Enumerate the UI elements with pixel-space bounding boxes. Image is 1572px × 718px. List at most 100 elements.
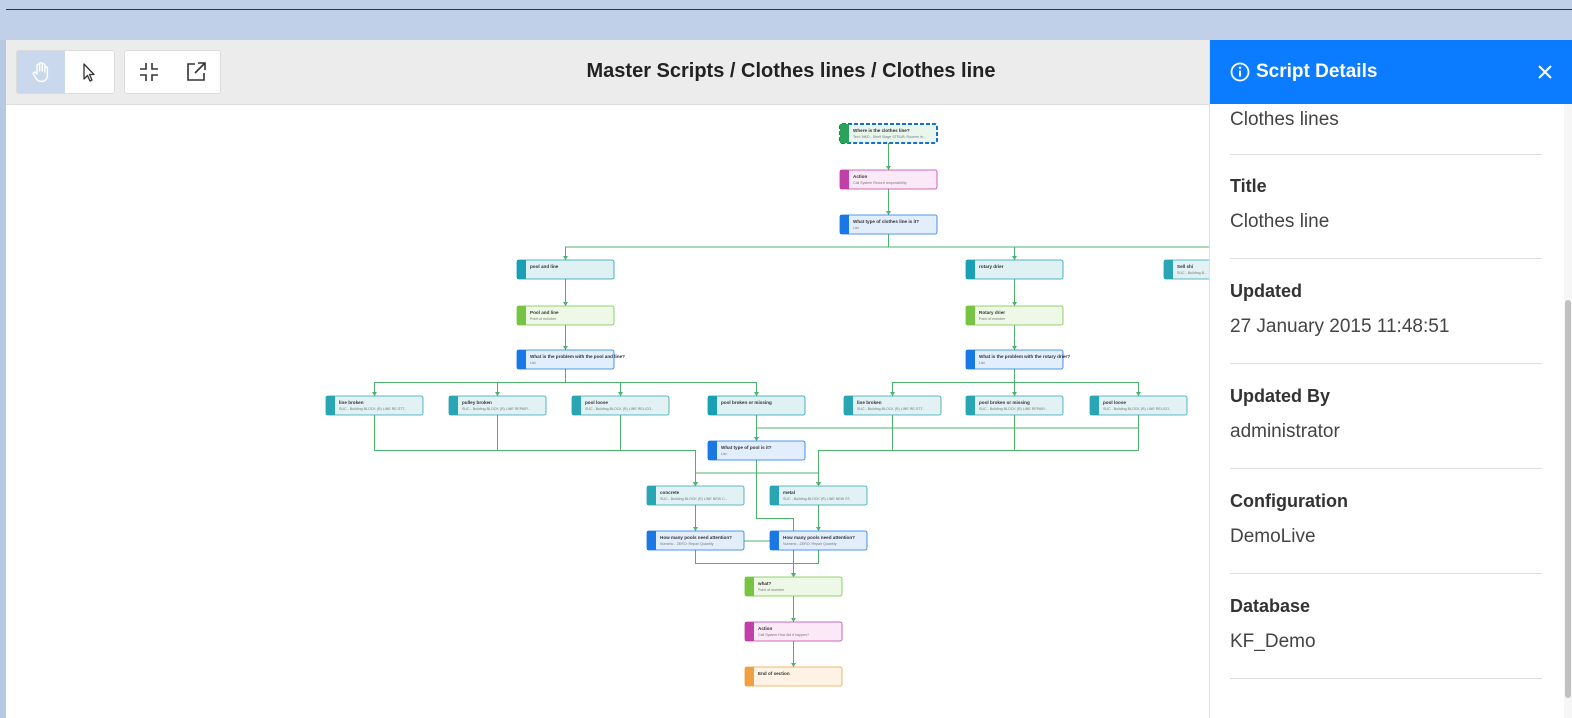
flow-node-box[interactable]	[769, 530, 868, 551]
flow-node-question[interactable]: What is the problem with the pool and li…	[516, 349, 625, 370]
flow-node-subtitle: List	[979, 361, 985, 365]
flow-node-box[interactable]	[839, 123, 938, 144]
flow-node-subtitle: SUC - Building BLOCK (R) LINE RE-STT..	[857, 407, 924, 411]
flow-node-box[interactable]	[707, 395, 806, 416]
flow-node-box[interactable]	[516, 259, 615, 280]
flow-node-category[interactable]: what?Point of moinber	[744, 576, 843, 597]
flow-node-question[interactable]: What type of pool is it?List	[707, 440, 806, 461]
flow-node-box[interactable]	[839, 214, 938, 235]
pointer-cursor-icon	[83, 63, 95, 82]
flow-node-type-icon	[745, 622, 754, 641]
flow-node-box[interactable]	[965, 305, 1064, 326]
flow-connector	[565, 234, 889, 260]
flow-arrowhead	[791, 573, 796, 577]
flow-node-box[interactable]	[448, 395, 547, 416]
field-value: administrator	[1230, 421, 1340, 442]
flow-node-question[interactable]: What type of clothes line is it?List	[839, 214, 938, 235]
flow-node-box[interactable]	[744, 621, 843, 642]
flow-node-box[interactable]	[1089, 395, 1188, 416]
panel-body[interactable]: Clothes lines Title Clothes line Updated…	[1210, 104, 1572, 718]
flow-node-start[interactable]: Where is the clothes line?Text: MKD - Sh…	[839, 123, 938, 144]
flow-node-question[interactable]: What is the problem with the rotary drie…	[965, 349, 1070, 370]
pan-mode-button[interactable]	[17, 51, 65, 93]
flow-node-box[interactable]	[571, 395, 670, 416]
flow-node-type-icon	[517, 350, 526, 369]
flow-node-subtitle: SUC - Building BLOCK (R) LINE REL/CO..	[585, 407, 653, 411]
flow-arrowhead	[563, 302, 568, 306]
flow-node-type-icon	[1164, 260, 1173, 279]
flow-connector	[497, 369, 566, 396]
open-external-button[interactable]	[173, 51, 221, 93]
flow-node-title: what?	[757, 581, 771, 586]
flow-node-title: Pool and line	[530, 310, 559, 315]
flow-node-question[interactable]: How many pools need attention?Numeric - …	[769, 530, 868, 551]
flow-node-answer[interactable]: pool broken or missing	[707, 395, 806, 416]
field-title: Title Clothes line	[1230, 176, 1542, 259]
fit-to-screen-button[interactable]	[125, 51, 173, 93]
flow-connector	[756, 415, 1139, 441]
flow-arrowhead	[563, 256, 568, 260]
flow-node-type-icon	[449, 396, 458, 415]
field-label: Updated	[1230, 281, 1302, 301]
flow-node-box[interactable]	[646, 485, 745, 506]
flow-node-box[interactable]	[769, 485, 868, 506]
top-divider	[6, 9, 1572, 10]
field-value: 27 January 2015 11:48:51	[1230, 316, 1450, 337]
flow-node-box[interactable]	[516, 305, 615, 326]
flow-node-type-icon	[844, 396, 853, 415]
flow-node-title: What is the problem with the rotary drie…	[979, 354, 1070, 359]
flow-node-box[interactable]	[839, 169, 938, 190]
script-flow-canvas[interactable]: Where is the clothes line?Text: MKD - Sh…	[6, 105, 1209, 718]
select-mode-button[interactable]	[65, 51, 113, 93]
flow-connector	[1014, 369, 1139, 396]
flow-node-type-icon	[770, 531, 779, 550]
flow-node-box[interactable]	[646, 530, 745, 551]
flow-node-type-icon	[966, 260, 975, 279]
flow-node-type-icon	[517, 260, 526, 279]
flow-node-answer[interactable]: pool and line	[516, 259, 615, 280]
flow-node-subtitle: Point of moinber	[979, 317, 1006, 321]
flow-node-end[interactable]: End of section	[744, 666, 843, 687]
flow-connector	[892, 369, 1015, 396]
flow-node-type-icon	[708, 441, 717, 460]
diagram-toolbar: Master Scripts / Clothes lines / Clothes…	[6, 40, 1209, 105]
flow-connector	[565, 369, 757, 396]
flow-node-subtitle: SUC - Building BLOCK (R) LINE RE-STT..	[339, 407, 406, 411]
flow-arrowhead	[791, 663, 796, 667]
flow-node-question[interactable]: How many pools need attention?Numeric - …	[646, 530, 745, 551]
panel-scrollbar-thumb[interactable]	[1565, 300, 1571, 698]
flow-node-box[interactable]	[843, 395, 942, 416]
flow-node-box[interactable]	[325, 395, 424, 416]
flow-node-type-icon	[966, 396, 975, 415]
field-master-script: Clothes lines	[1230, 104, 1542, 155]
script-details-panel: Script Details Clothes lines Title Cloth…	[1209, 40, 1572, 718]
script-flow-diagram[interactable]: Where is the clothes line?Text: MKD - Sh…	[6, 105, 1209, 718]
flow-node-box[interactable]	[965, 395, 1064, 416]
flow-node-title: pulley broken	[462, 400, 492, 405]
flow-node-title: Sell shi	[1177, 264, 1193, 269]
flow-node-box[interactable]	[707, 440, 806, 461]
flow-node-box[interactable]	[965, 259, 1064, 280]
flow-arrowhead	[563, 346, 568, 350]
flow-node-subtitle: SUC - Building B...	[1177, 271, 1207, 275]
flow-arrowhead	[372, 392, 377, 396]
flow-node-box[interactable]	[516, 349, 615, 370]
flow-node-box[interactable]	[744, 666, 843, 687]
flow-node-box[interactable]	[965, 349, 1064, 370]
flow-node-answer[interactable]: rotary drier	[965, 259, 1064, 280]
close-icon[interactable]	[1537, 64, 1553, 80]
flow-node-box[interactable]	[744, 576, 843, 597]
